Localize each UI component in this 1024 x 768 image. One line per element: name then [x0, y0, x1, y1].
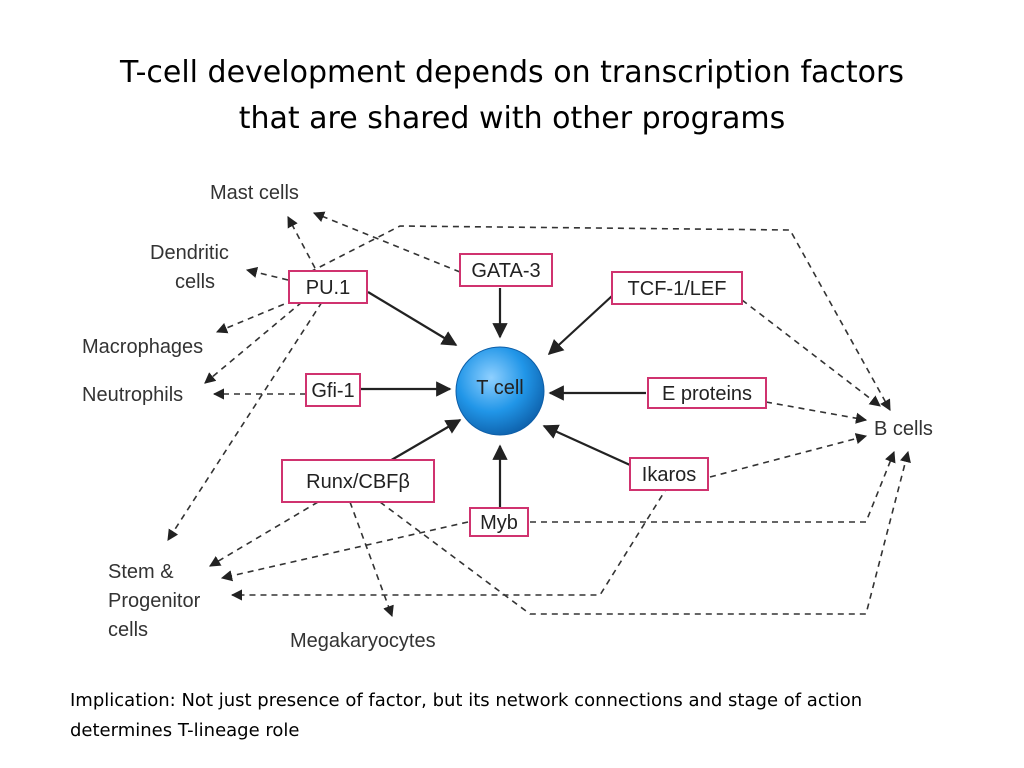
factor-pu1-label: PU.1 — [306, 277, 350, 299]
factor-runx-cbfb: Runx/CBFβ — [281, 459, 435, 503]
edge-runx-tcell — [387, 419, 462, 463]
factor-runx-cbfb-label: Runx/CBFβ — [306, 471, 410, 493]
factor-gfi1-label: Gfi-1 — [311, 380, 354, 402]
target-dendritic-line2: cells — [175, 271, 215, 293]
edge-gata3-mast — [312, 211, 461, 273]
solid-connections — [360, 288, 646, 508]
factor-pu1: PU.1 — [288, 270, 368, 304]
edge-ikaros-bcells — [709, 433, 868, 478]
target-stem-line2: Progenitor — [108, 590, 201, 612]
factor-myb: Myb — [469, 507, 529, 537]
dashed-connections — [167, 211, 911, 618]
factor-gata3: GATA-3 — [459, 253, 553, 287]
edge-ikaros-tcell — [542, 424, 631, 467]
target-neutrophils: Neutrophils — [82, 384, 183, 406]
title-line-1: T-cell development depends on transcript… — [120, 55, 904, 90]
edge-pu1-bcells — [309, 225, 891, 411]
implication-line-2: determines T-lineage role — [70, 720, 300, 741]
t-cell-node — [455, 346, 545, 436]
edge-runx-stem — [209, 501, 319, 567]
target-macrophages: Macrophages — [82, 336, 203, 358]
edge-myb-stem — [220, 521, 469, 582]
edge-tcf-tcell — [547, 295, 613, 356]
edge-pu1-dendritic — [245, 266, 289, 281]
factor-myb-label: Myb — [480, 512, 518, 534]
edge-pu1-mast — [287, 216, 316, 269]
title-line-2: that are shared with other programs — [238, 101, 786, 136]
factor-ikaros-label: Ikaros — [642, 464, 696, 486]
target-stem-line3: cells — [108, 619, 148, 641]
edge-runx-bcells — [379, 450, 911, 615]
factor-e-proteins: E proteins — [647, 377, 767, 409]
target-mast-cells: Mast cells — [210, 182, 299, 204]
target-dendritic-line1: Dendritic — [150, 242, 229, 264]
implication-line-1: Implication: Not just presence of factor… — [70, 690, 863, 711]
factor-tcf1-lef-label: TCF-1/LEF — [628, 278, 727, 300]
edge-myb-bcells — [530, 450, 896, 523]
edge-pu1-tcell — [367, 291, 458, 346]
target-b-cells: B cells — [874, 418, 933, 440]
target-stem-line1: Stem & — [108, 561, 174, 583]
edge-pu1-stem — [167, 301, 323, 541]
factor-gfi1: Gfi-1 — [305, 373, 361, 407]
edge-pu1-macrophages — [215, 299, 295, 334]
edge-pu1-neutrophils — [204, 301, 303, 384]
t-cell-label: T cell — [476, 377, 523, 399]
factor-tcf1-lef: TCF-1/LEF — [611, 271, 743, 305]
edge-runx-megakaryocytes — [349, 501, 394, 618]
edge-tcf-bcells — [741, 299, 881, 407]
edge-eproteins-bcells — [765, 401, 868, 424]
slide-title: T-cell development depends on transcript… — [0, 50, 1024, 142]
factor-gata3-label: GATA-3 — [471, 260, 540, 282]
target-megakaryocytes: Megakaryocytes — [290, 630, 436, 652]
implication-note: Implication: Not just presence of factor… — [70, 686, 1010, 746]
factor-e-proteins-label: E proteins — [662, 383, 752, 405]
transcription-factor-diagram: T cell PU.1 GATA-3 TCF-1/LEF Gfi-1 E pro… — [82, 182, 933, 652]
factor-ikaros: Ikaros — [629, 457, 709, 491]
